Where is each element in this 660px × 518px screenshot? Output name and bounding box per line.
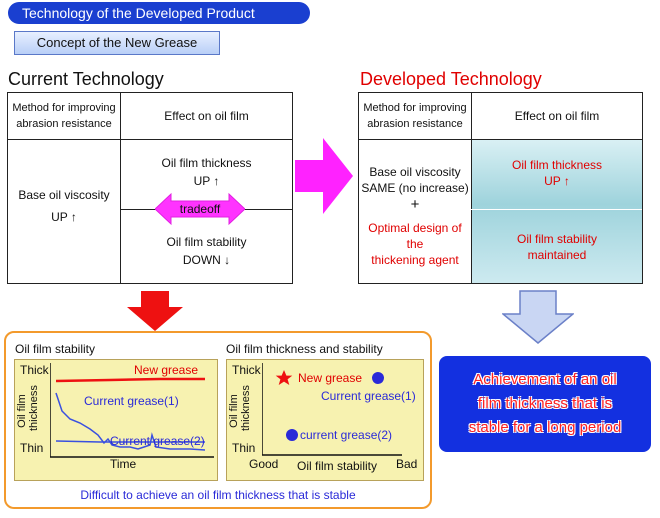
developed-effect-bottom-line2: maintained xyxy=(527,248,587,262)
right-point-new-grease: New grease xyxy=(298,371,363,385)
right-y-bottom: Thin xyxy=(232,441,256,455)
developed-technology-table: Method for improving abrasion resistance… xyxy=(358,92,643,284)
left-series-current-1: Current grease(1) xyxy=(84,394,179,408)
left-x-label: Time xyxy=(110,457,137,471)
left-y-bottom: Thin xyxy=(20,441,44,455)
right-point-current-1: Current grease(1) xyxy=(321,389,416,403)
developed-effect-bottom-line1: Oil film stability xyxy=(516,232,597,246)
left-series-new-grease: New grease xyxy=(134,363,199,377)
current-method-line1: Base oil viscosity xyxy=(18,188,110,202)
developed-method-red2: the xyxy=(406,237,424,251)
achievement-box: Achievement of an oil film thickness tha… xyxy=(439,356,651,452)
achievement-line2: film thickness that is xyxy=(477,395,613,412)
developed-effect-header: Effect on oil film xyxy=(514,109,600,123)
current-technology-table: Method for improving abrasion resistance… xyxy=(7,92,293,284)
developed-plus: + xyxy=(410,196,420,213)
light-blue-down-arrow xyxy=(502,290,574,344)
developed-method-header: Method for improving abrasion resistance xyxy=(363,102,467,130)
developed-method-line2: SAME (no increase) xyxy=(361,181,469,195)
thickness-stability-chart xyxy=(226,359,424,481)
right-x-label: Oil film stability xyxy=(297,459,378,473)
left-chart-plot xyxy=(50,363,214,458)
developed-effect-top-line2: UP ↑ xyxy=(544,174,570,188)
current-effect-bottom-line1: Oil film stability xyxy=(166,235,247,249)
left-series-current-2: Current grease(2) xyxy=(110,434,205,448)
current-method-line2: UP ↑ xyxy=(51,210,77,224)
left-y-top: Thick xyxy=(20,363,49,377)
right-chart-plot xyxy=(262,363,402,456)
developed-effect-top-line1: Oil film thickness xyxy=(511,158,603,172)
magenta-right-arrow xyxy=(295,138,353,214)
current-effect-top-line1: Oil film thickness xyxy=(161,156,252,170)
tradeoff-arrow xyxy=(155,192,245,226)
right-chart-title: Oil film thickness and stability xyxy=(226,342,383,356)
developed-technology-title: Developed Technology xyxy=(360,69,542,89)
right-x-left: Good xyxy=(249,457,279,471)
panel-caption: Difficult to achieve an oil film thickne… xyxy=(80,488,356,502)
developed-method-line1: Base oil viscosity xyxy=(369,165,461,179)
current-effect-bottom-line2: DOWN ↓ xyxy=(182,253,231,267)
right-y-label: Oil film thickness xyxy=(228,385,252,431)
right-point-current-2: current grease(2) xyxy=(300,428,393,442)
achievement-line3: stable for a long period xyxy=(468,419,622,436)
achievement-line1: Achievement of an oil xyxy=(473,371,617,388)
concept-label: Concept of the New Grease xyxy=(14,31,220,55)
tradeoff-label: tradeoff xyxy=(179,202,221,216)
red-down-arrow xyxy=(127,291,183,331)
header-title: Technology of the Developed Product xyxy=(8,2,310,24)
left-y-label: Oil film thickness xyxy=(16,385,40,431)
current-effect-top-line2: UP ↑ xyxy=(193,174,220,188)
right-y-top: Thick xyxy=(232,363,261,377)
left-chart-title: Oil film stability xyxy=(15,342,96,356)
current-method-header: Method for improving abrasion resistance xyxy=(12,102,116,130)
current-effect-header: Effect on oil film xyxy=(164,109,249,123)
developed-method-red3: thickening agent xyxy=(371,253,459,267)
comparison-panel: Oil film stability Thick Thin Oil film t… xyxy=(4,331,432,509)
developed-method-red1: Optimal design of xyxy=(368,221,462,235)
right-x-right: Bad xyxy=(396,457,418,471)
current-technology-title: Current Technology xyxy=(8,69,164,89)
